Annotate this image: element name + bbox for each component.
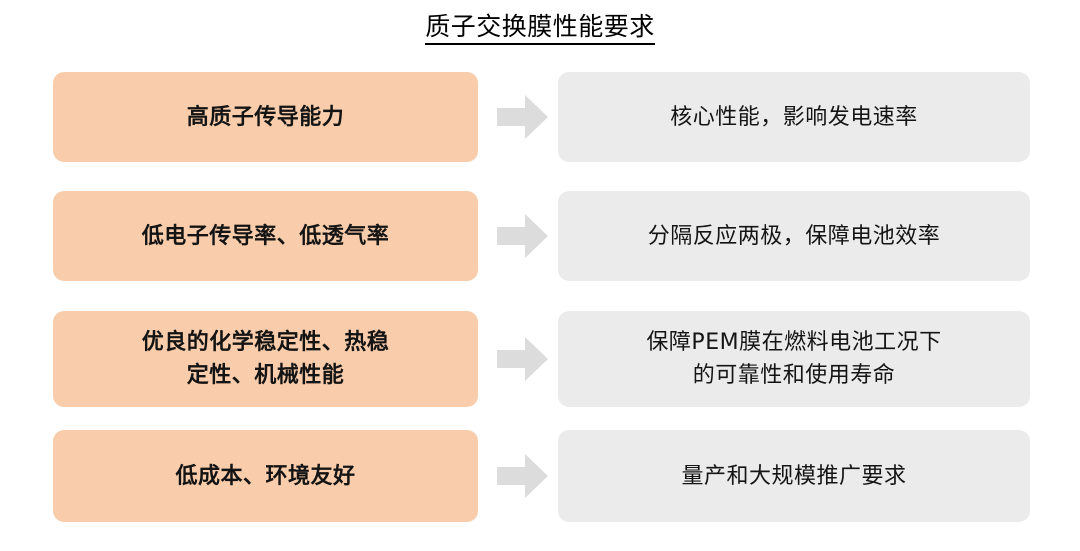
flow-row: 高质子传导能力 核心性能，影响发电速率 <box>53 72 1030 162</box>
effect-label-4: 量产和大规模推广要求 <box>681 463 907 489</box>
requirement-label-3: 优良的化学稳定性、热稳 定性、机械性能 <box>141 330 390 388</box>
right-block-arrow-icon <box>497 337 548 381</box>
effect-label-2: 分隔反应两极，保障电池效率 <box>647 223 941 249</box>
requirement-label-1: 高质子传导能力 <box>186 104 345 130</box>
flow-row: 低成本、环境友好 量产和大规模推广要求 <box>53 430 1030 522</box>
flow-arrow-2 <box>497 191 548 281</box>
requirement-box-3[interactable]: 优良的化学稳定性、热稳 定性、机械性能 <box>53 311 478 407</box>
effect-label-1: 核心性能，影响发电速率 <box>670 104 918 130</box>
flow-row: 优良的化学稳定性、热稳 定性、机械性能 保障PEM膜在燃料电池工况下 的可靠性和… <box>53 311 1030 407</box>
page-title: 质子交换膜性能要求 <box>0 10 1080 45</box>
effect-label-3: 保障PEM膜在燃料电池工况下 的可靠性和使用寿命 <box>646 330 942 388</box>
effect-box-3[interactable]: 保障PEM膜在燃料电池工况下 的可靠性和使用寿命 <box>558 311 1030 407</box>
requirement-label-4: 低成本、环境友好 <box>175 463 356 489</box>
flow-row: 低电子传导率、低透气率 分隔反应两极，保障电池效率 <box>53 191 1030 281</box>
flow-arrow-4 <box>497 430 548 522</box>
flow-arrow-1 <box>497 72 548 162</box>
right-block-arrow-icon <box>497 454 548 498</box>
requirement-box-2[interactable]: 低电子传导率、低透气率 <box>53 191 478 281</box>
requirement-box-4[interactable]: 低成本、环境友好 <box>53 430 478 522</box>
requirement-label-2: 低电子传导率、低透气率 <box>141 223 390 249</box>
right-block-arrow-icon <box>497 95 548 139</box>
page-title-text: 质子交换膜性能要求 <box>425 12 655 45</box>
flow-arrow-3 <box>497 311 548 407</box>
requirement-box-1[interactable]: 高质子传导能力 <box>53 72 478 162</box>
effect-box-1[interactable]: 核心性能，影响发电速率 <box>558 72 1030 162</box>
right-block-arrow-icon <box>497 214 548 258</box>
effect-box-2[interactable]: 分隔反应两极，保障电池效率 <box>558 191 1030 281</box>
effect-box-4[interactable]: 量产和大规模推广要求 <box>558 430 1030 522</box>
